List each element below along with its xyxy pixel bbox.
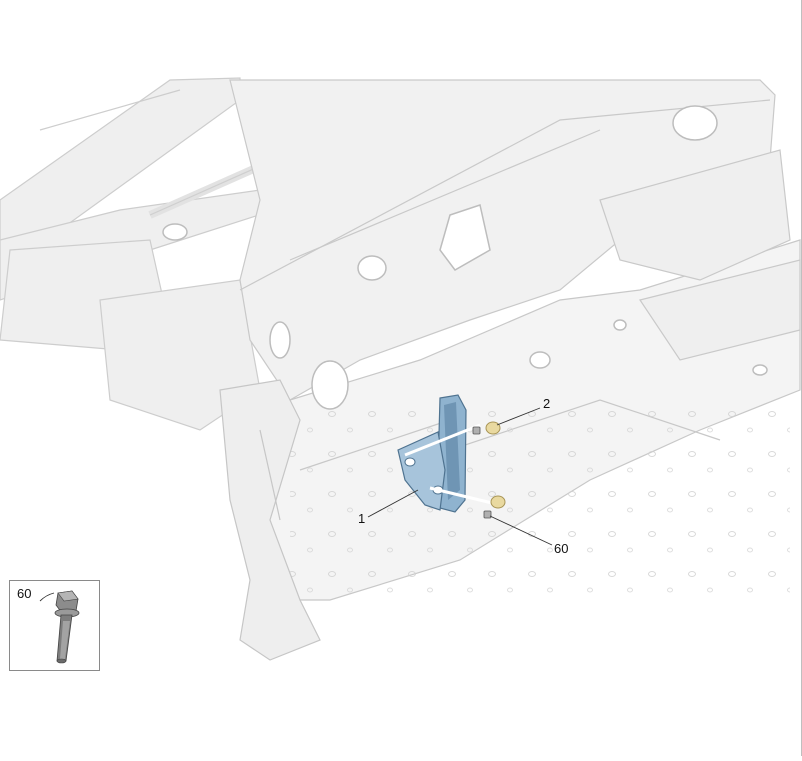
accelerator-pedal-part-1	[397, 394, 493, 513]
left-sill	[219, 379, 321, 661]
callout-label-1: 1	[358, 511, 366, 526]
bolt-detail-inset: 60	[9, 580, 100, 671]
callout-label-2: 2	[543, 396, 551, 411]
callout-label-60: 60	[554, 541, 569, 556]
inset-label-60: 60	[17, 586, 32, 601]
bolt-part-60	[472, 426, 492, 519]
bulkhead-openings	[162, 105, 768, 410]
leader-lines	[367, 407, 553, 546]
cap-part-2	[485, 421, 506, 509]
right-panel	[599, 149, 801, 361]
bolt-icon	[39, 590, 80, 664]
